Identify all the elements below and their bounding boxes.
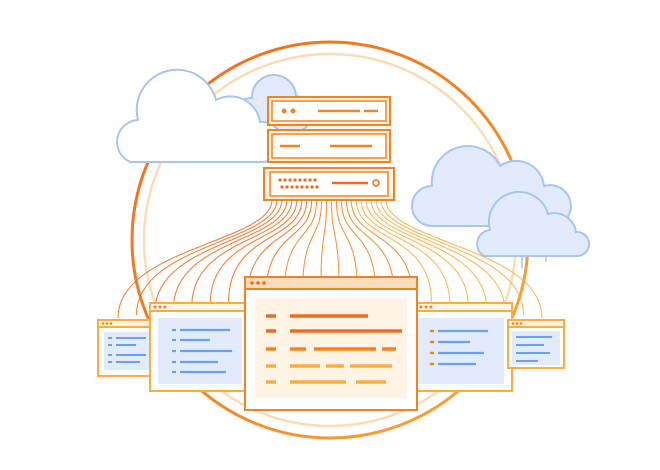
connection-line	[209, 199, 298, 305]
server-unit-middle	[267, 129, 391, 163]
connection-line	[370, 199, 488, 310]
browser-window-center	[244, 276, 418, 411]
connection-line	[355, 199, 432, 302]
server-stack	[263, 96, 395, 201]
browser-window-far-right	[507, 319, 565, 369]
connection-line	[385, 199, 543, 319]
browser-window-far-left	[97, 319, 155, 377]
connection-line	[191, 199, 293, 307]
connection-line	[375, 199, 506, 313]
connection-line	[360, 199, 451, 305]
browser-window-right	[415, 302, 513, 392]
connection-line	[135, 199, 278, 316]
connection-line	[154, 199, 283, 313]
server-unit-bottom	[263, 167, 395, 201]
browser-window-left	[149, 302, 247, 392]
server-unit-top	[267, 96, 391, 126]
connection-line	[172, 199, 288, 310]
connection-line	[228, 199, 303, 302]
right-cloud-icon	[411, 145, 590, 268]
connection-line	[365, 199, 469, 307]
connection-line	[117, 199, 273, 319]
connection-line	[380, 199, 525, 316]
